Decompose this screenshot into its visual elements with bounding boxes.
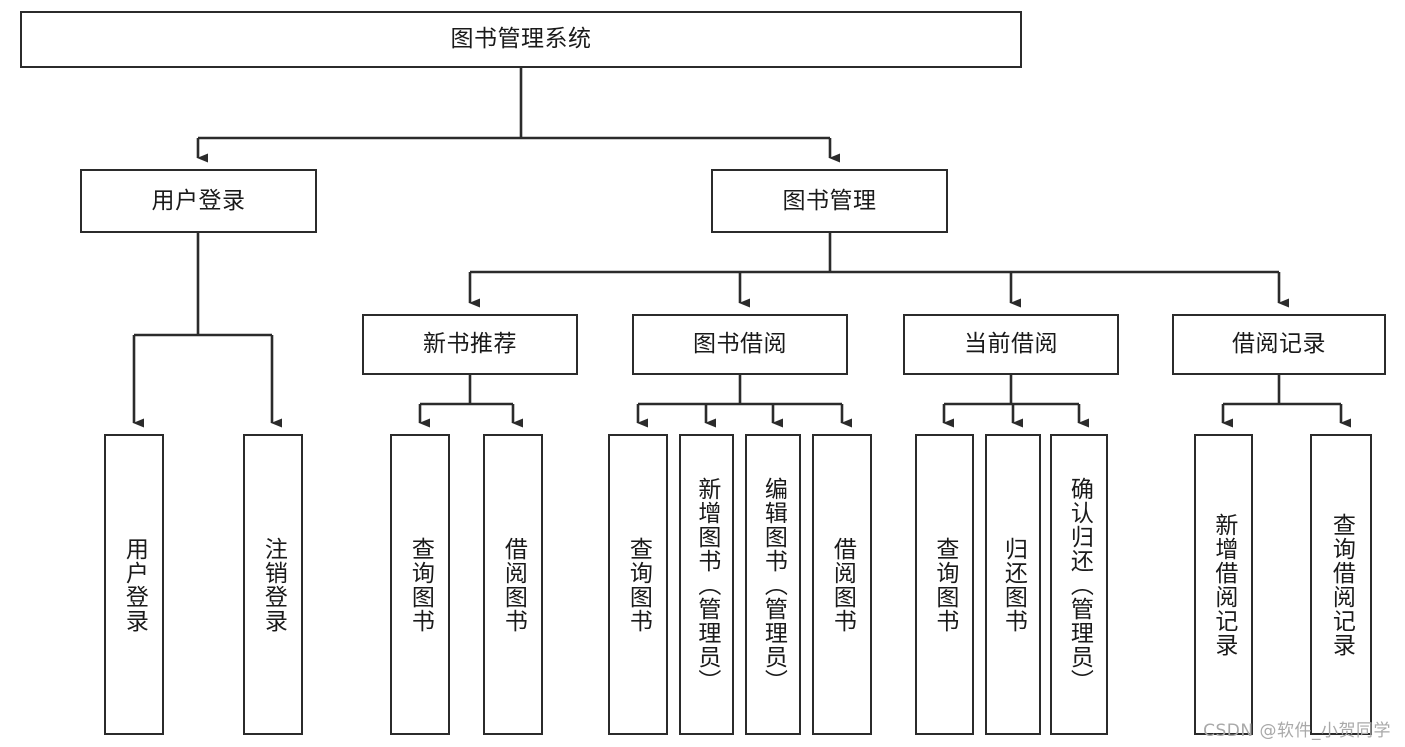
edge-borrow-to-leaves (636, 375, 852, 428)
node-new-book-recommend[interactable]: 新书推荐 (362, 314, 578, 375)
leaf-query-book-borrow[interactable]: 查询图书 (608, 434, 668, 735)
leaf-borrow-book-label: 借阅图书 (829, 536, 856, 633)
leaf-borrow-book[interactable]: 借阅图书 (812, 434, 872, 735)
leaf-return-book[interactable]: 归还图书 (985, 434, 1041, 735)
leaf-borrow-book-newbook[interactable]: 借阅图书 (483, 434, 543, 735)
leaf-confirm-return-admin-label: 确认归还（管理员） (1066, 476, 1093, 693)
leaf-add-borrow-record[interactable]: 新增借阅记录 (1194, 434, 1253, 735)
node-book-management[interactable]: 图书管理 (711, 169, 948, 233)
leaf-query-book-current[interactable]: 查询图书 (915, 434, 974, 735)
edge-newbook-to-leaves (418, 375, 523, 428)
leaf-add-book-admin[interactable]: 新增图书（管理员） (679, 434, 734, 735)
node-current-borrow-label: 当前借阅 (964, 331, 1058, 358)
leaf-query-book-current-label: 查询图书 (931, 536, 958, 633)
leaf-user-login-label: 用户登录 (121, 536, 148, 633)
edge-bookmgmt-to-level3 (468, 233, 1289, 308)
leaf-query-borrow-record-label: 查询借阅记录 (1328, 512, 1355, 657)
edge-root-to-level2 (196, 68, 840, 163)
node-new-book-recommend-label: 新书推荐 (423, 331, 517, 358)
leaf-edit-book-admin[interactable]: 编辑图书（管理员） (745, 434, 801, 735)
leaf-user-login[interactable]: 用户登录 (104, 434, 164, 735)
edge-record-to-leaves (1221, 375, 1351, 428)
leaf-query-borrow-record[interactable]: 查询借阅记录 (1310, 434, 1372, 735)
node-root[interactable]: 图书管理系统 (20, 11, 1022, 68)
node-book-borrow[interactable]: 图书借阅 (632, 314, 848, 375)
leaf-edit-book-admin-label: 编辑图书（管理员） (760, 476, 787, 693)
node-user-login-label: 用户登录 (151, 187, 246, 214)
edge-login-to-leaves (132, 233, 282, 428)
node-borrow-record-label: 借阅记录 (1232, 331, 1326, 358)
node-borrow-record[interactable]: 借阅记录 (1172, 314, 1386, 375)
leaf-add-book-admin-label: 新增图书（管理员） (693, 476, 720, 693)
node-book-management-label: 图书管理 (782, 187, 877, 214)
leaf-return-book-label: 归还图书 (1000, 536, 1027, 633)
node-user-login[interactable]: 用户登录 (80, 169, 317, 233)
leaf-query-book-borrow-label: 查询图书 (625, 536, 652, 633)
leaf-add-borrow-record-label: 新增借阅记录 (1210, 512, 1237, 657)
leaf-logout[interactable]: 注销登录 (243, 434, 303, 735)
leaf-query-book-newbook-label: 查询图书 (407, 536, 434, 633)
leaf-borrow-book-newbook-label: 借阅图书 (500, 536, 527, 633)
watermark-text: CSDN @软件_小贺同学 (1203, 721, 1391, 741)
node-current-borrow[interactable]: 当前借阅 (903, 314, 1119, 375)
leaf-confirm-return-admin[interactable]: 确认归还（管理员） (1050, 434, 1108, 735)
node-root-label: 图书管理系统 (450, 26, 592, 53)
leaf-query-book-newbook[interactable]: 查询图书 (390, 434, 450, 735)
edge-current-to-leaves (942, 375, 1089, 428)
leaf-logout-label: 注销登录 (260, 536, 287, 633)
node-book-borrow-label: 图书借阅 (693, 331, 787, 358)
